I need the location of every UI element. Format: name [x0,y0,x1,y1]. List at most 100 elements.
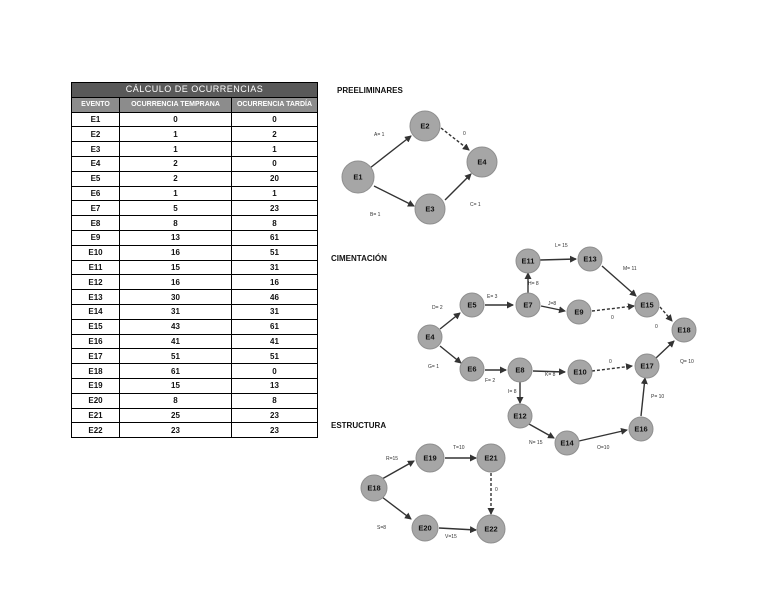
node-label-cE16: E16 [634,425,647,434]
node-label-cE5: E5 [467,301,476,310]
node-cE7 [515,292,541,318]
label-p: P= 10 [651,394,664,400]
node-sE22 [476,514,506,544]
edge-m [601,265,637,297]
node-cE14 [554,430,580,456]
edge-r [381,460,415,480]
node-label-cE13: E13 [583,255,596,264]
label-n: N= 15 [529,440,543,446]
edge-d [439,312,461,330]
edge-q [655,340,675,359]
label-m: M= 11 [623,266,637,272]
node-sE18 [360,474,388,502]
node-cE16 [628,416,654,442]
edge-p [640,377,648,417]
node-label-pE2: E2 [420,122,429,131]
node-cE11 [515,248,541,274]
cell-tardia: 1 [230,185,319,202]
edge-a [369,135,412,169]
node-pE4 [466,146,498,178]
label-l: L= 15 [555,243,568,249]
label-c: C= 1 [470,202,481,208]
cell-tardia: 23 [230,422,319,439]
node-cE15 [634,292,660,318]
node-label-sE20: E20 [418,524,431,533]
label-f: F= 2 [485,378,495,384]
label-g: G= 1 [428,364,439,370]
node-label-cE6: E6 [467,365,476,374]
cell-tardia: 46 [230,289,319,305]
label-j: J=8 [548,301,556,307]
table-title: CÁLCULO DE OCURRENCIAS [70,82,319,98]
node-label-sE19: E19 [423,454,436,463]
node-label-sE21: E21 [484,454,497,463]
edge-dummy-pre [440,127,470,151]
header-evento: EVENTO [71,96,120,113]
node-label-pE4: E4 [477,158,487,167]
edge-s [381,496,412,520]
node-pE3 [414,193,446,225]
node-label-sE18: E18 [367,484,380,493]
node-label-cE17: E17 [640,362,653,371]
cell-temprana: 23 [119,422,232,439]
node-pE1 [341,160,375,194]
edge-labels: A= 1 B= 1 C= 1 0 D= 2 E= 3 F= 2 G= 1 H= … [370,131,694,540]
node-label-cE10: E10 [573,368,586,377]
edge-c [444,173,472,201]
node-label-cE7: E7 [523,301,532,310]
node-cE12 [507,403,533,429]
edge-g [439,345,462,364]
node-group: E1E2E3E4E4E5E6E7E8E9E10E11E12E13E14E15E1… [341,110,697,544]
label-dummy-1: 0 [611,315,614,321]
label-pre-dummy: 0 [463,131,466,137]
node-label-cE15: E15 [640,301,653,310]
node-sE19 [415,443,445,473]
section-preliminares: PREELIMINARES [337,86,403,95]
section-estructura: ESTRUCTURA [331,421,387,430]
node-label-sE22: E22 [484,525,497,534]
edge-l [539,255,577,263]
label-k: K= 8 [545,372,556,378]
label-s: S=8 [377,525,386,531]
occurrence-table: CÁLCULO DE OCURRENCIAS EVENTO OCURRENCIA… [70,82,319,439]
node-cE5 [459,292,485,318]
node-label-pE3: E3 [425,205,434,214]
label-b: B= 1 [370,212,381,218]
node-label-pE1: E1 [353,173,362,182]
node-label-cE9: E9 [574,308,583,317]
label-r: R=15 [386,456,398,462]
label-q: Q= 10 [680,359,694,365]
node-sE20 [411,514,439,542]
node-label-cE14: E14 [560,439,574,448]
edge-dummy-15-18 [659,306,673,322]
node-cE6 [459,356,485,382]
label-o: O=10 [597,445,610,451]
node-label-cE18: E18 [677,326,690,335]
section-cimentacion: CIMENTACIÓN [331,254,387,263]
edge-dummy-9-15 [591,303,635,312]
edge-v [438,526,477,534]
label-est-dummy: 0 [495,487,498,493]
label-dummy-3: 0 [609,359,612,365]
node-cE18 [671,317,697,343]
node-label-cE11: E11 [522,257,535,266]
node-label-cE4: E4 [425,333,435,342]
label-h: H= 8 [528,281,539,287]
label-e: E= 3 [487,294,498,300]
node-cE13 [577,246,603,272]
edge-k [532,368,566,376]
node-pE2 [409,110,441,142]
edge-j [540,305,566,314]
edge-dummy-10-17 [591,363,633,372]
